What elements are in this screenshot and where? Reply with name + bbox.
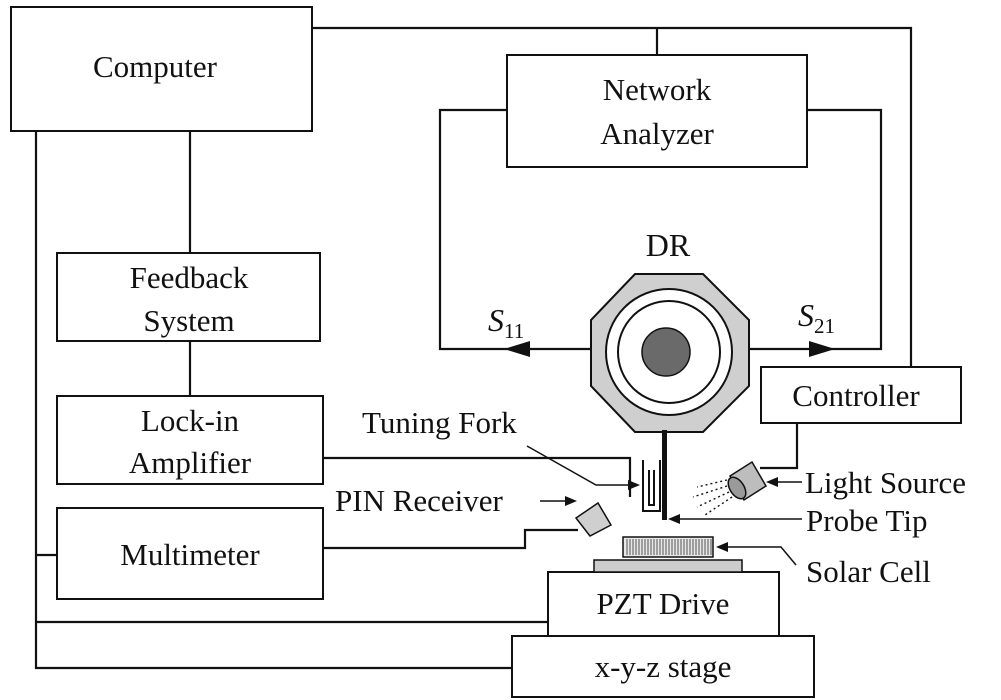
probe-tip-pointer-head <box>668 514 680 524</box>
lockin-amplifier-label-line1: Lock-in <box>141 403 240 438</box>
probe-shaft <box>662 430 667 520</box>
probe-tip-label: Probe Tip <box>806 503 927 538</box>
tuning-fork-pointer <box>526 445 632 486</box>
s21-label: S21 <box>798 297 835 338</box>
light-source-pointer-head <box>766 477 778 487</box>
network-analyzer-label-line2: Analyzer <box>600 116 714 151</box>
light-rays <box>692 479 733 516</box>
feedback-system-box <box>56 252 321 342</box>
pzt-drive-box <box>547 571 780 637</box>
tuning-fork-pointer-head <box>628 480 640 490</box>
multimeter-box <box>56 507 324 600</box>
resonator-core <box>641 327 691 377</box>
s-parameter-arrows: S11 S21 <box>488 297 835 357</box>
dr-label: DR <box>646 227 691 263</box>
lockin-amplifier-label-line2: Amplifier <box>129 445 252 480</box>
tuning-fork-label: Tuning Fork <box>362 405 517 440</box>
solar-cell-pointer-head <box>716 542 728 552</box>
s21-arrowhead <box>809 341 835 357</box>
annotation-arrows <box>526 445 802 566</box>
feedback-system-label-line1: Feedback <box>130 260 249 295</box>
pin-receiver-pointer-head <box>565 496 577 506</box>
xyz-stage-label: x-y-z stage <box>595 649 732 684</box>
solar-cell-pointer <box>726 546 797 566</box>
blocks <box>10 6 962 698</box>
pin-receiver-label: PIN Receiver <box>335 483 504 518</box>
block-labels: Computer Network Analyzer Feedback Syste… <box>93 49 920 684</box>
tuning-fork-icon <box>642 460 661 512</box>
computer-label: Computer <box>93 49 218 84</box>
pzt-drive-label: PZT Drive <box>597 586 730 621</box>
network-analyzer-label-line1: Network <box>603 72 712 107</box>
controller-label: Controller <box>792 378 920 413</box>
computer-box <box>10 6 313 132</box>
solar-cell-hatching <box>626 539 712 555</box>
s11-arrowhead <box>504 341 530 357</box>
annotation-labels: Tuning Fork PIN Receiver Light Source Pr… <box>335 405 966 589</box>
s11-label: S11 <box>488 302 524 343</box>
multimeter-label: Multimeter <box>120 537 260 572</box>
probe-assembly <box>574 430 768 573</box>
lockin-amplifier-box <box>56 395 324 485</box>
dielectric-resonator: DR <box>590 227 750 433</box>
network-analyzer-box <box>506 54 808 168</box>
solar-cell-label: Solar Cell <box>806 554 931 589</box>
light-source-icon <box>727 460 768 502</box>
wire-multimeter-to-pin-receiver <box>323 528 578 550</box>
controller-box <box>760 366 962 424</box>
wire-computer-to-controller <box>312 26 913 367</box>
xyz-stage-box <box>511 635 815 698</box>
light-source-label: Light Source <box>805 465 966 500</box>
sample-base-plate <box>593 559 743 573</box>
wire-controller-to-light-source <box>760 423 799 470</box>
feedback-system-label-line2: System <box>143 303 234 338</box>
wire-computer-left-bus <box>34 131 512 670</box>
pin-receiver-icon <box>574 501 613 537</box>
